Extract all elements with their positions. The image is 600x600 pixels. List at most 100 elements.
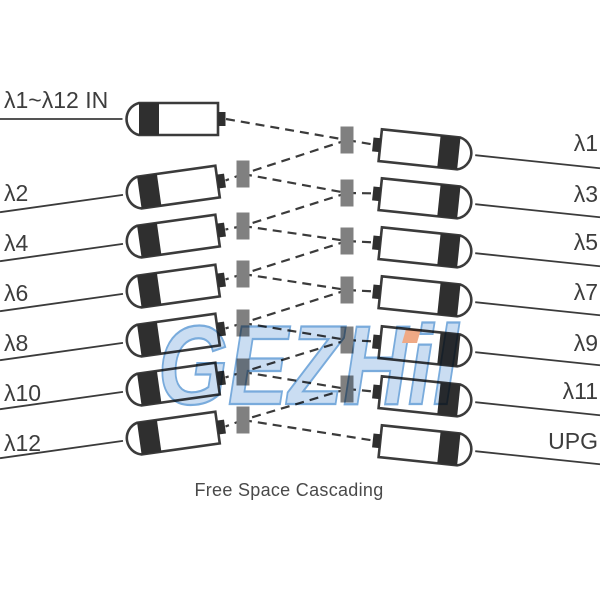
capsule-nub xyxy=(216,419,226,435)
filter-plate-6 xyxy=(340,126,354,154)
capsule-band xyxy=(137,419,162,455)
beam-segment-12 xyxy=(242,272,348,292)
filter-plate-5 xyxy=(236,406,250,434)
filter-plate-2 xyxy=(236,260,250,288)
port-label-lambda4: λ4 xyxy=(4,230,29,256)
capsule-band xyxy=(137,321,162,357)
capsule-band xyxy=(137,222,162,258)
capsule-band xyxy=(437,135,461,170)
fiber-line-left-5 xyxy=(0,390,124,411)
filter-plate-1 xyxy=(236,212,250,240)
collimator-right-0 xyxy=(372,127,473,171)
fiber-line-left-1 xyxy=(0,193,124,214)
port-label-lambda12: λ12 xyxy=(4,430,42,456)
capsule-nub xyxy=(372,137,381,153)
watermark-logo-text: GEZHil xyxy=(158,303,460,428)
capsule-band xyxy=(137,370,162,406)
capsule-band xyxy=(437,184,461,219)
capsule-nub xyxy=(372,334,381,350)
capsule-band xyxy=(437,233,461,268)
capsule-band xyxy=(437,332,461,367)
capsule-band xyxy=(137,272,162,308)
beam-segment-6 xyxy=(242,191,348,228)
capsule-nub xyxy=(372,433,381,449)
filter-plate-3 xyxy=(236,309,250,337)
filter-plate-11 xyxy=(340,375,354,403)
port-label-lambda6: λ6 xyxy=(4,280,29,306)
fiber-line-right-3 xyxy=(475,301,600,317)
port-label-lambda10: λ10 xyxy=(4,380,42,406)
watermark: GEZHil xyxy=(157,302,462,429)
watermark-accent-dot-icon xyxy=(402,329,421,343)
capsule-band xyxy=(437,382,461,417)
capsule-nub xyxy=(216,173,226,189)
port-label-lambda9: λ9 xyxy=(573,330,598,356)
beam-segment-0 xyxy=(225,117,348,142)
beam-segment-22 xyxy=(242,387,348,422)
filter-plate-9 xyxy=(340,276,354,304)
collimator-left-1 xyxy=(125,164,226,210)
port-label-lambda8: λ8 xyxy=(4,330,29,356)
fiber-port-lines xyxy=(0,118,600,466)
port-label-lambda1: λ1 xyxy=(573,130,598,156)
fiber-line-right-0 xyxy=(475,154,600,170)
capsule-nub xyxy=(216,272,226,288)
port-label-lambda11: λ11 xyxy=(562,378,598,404)
fiber-line-left-3 xyxy=(0,292,124,313)
fiber-line-right-1 xyxy=(475,203,600,219)
beam-segment-4 xyxy=(242,172,348,195)
collimator-left-5 xyxy=(125,361,226,407)
capsule-nub xyxy=(218,112,226,126)
port-label-lambda5: λ5 xyxy=(573,229,598,255)
capsule-band xyxy=(139,103,159,135)
capsule-band xyxy=(137,173,162,209)
fiber-line-left-6 xyxy=(0,439,124,460)
port-label-lambda2: λ2 xyxy=(4,180,29,206)
capsule-nub xyxy=(216,370,226,386)
capsule-nub xyxy=(372,384,381,400)
filter-plate-10 xyxy=(340,326,354,354)
fiber-line-right-5 xyxy=(475,401,600,417)
beam-segment-24 xyxy=(242,418,373,442)
filter-plate-0 xyxy=(236,160,250,188)
collimator-left-6 xyxy=(125,410,226,456)
diagram-caption: Free Space Cascading xyxy=(194,480,384,500)
collimator-left-4 xyxy=(125,312,226,358)
capsule-nub xyxy=(372,284,381,300)
capsule-nub xyxy=(372,186,381,202)
collimator-right-5 xyxy=(372,374,473,418)
collimator-right-6 xyxy=(372,423,473,467)
collimator-capsules xyxy=(125,101,473,467)
collimator-right-1 xyxy=(372,176,473,220)
collimator-left-3 xyxy=(125,263,226,309)
beam-segment-20 xyxy=(242,370,348,391)
collimator-left-0 xyxy=(125,101,226,137)
port-label-input: λ1~λ12 IN xyxy=(4,87,109,113)
filter-plate-8 xyxy=(340,227,354,255)
collimator-right-3 xyxy=(372,274,473,318)
fiber-line-left-2 xyxy=(0,242,124,263)
beam-segment-2 xyxy=(242,138,348,176)
collimator-left-2 xyxy=(125,213,226,259)
fiber-line-right-6 xyxy=(475,450,600,466)
capsule-nub xyxy=(216,321,226,337)
filter-plate-7 xyxy=(340,179,354,207)
port-label-lambda3: λ3 xyxy=(573,181,598,207)
fiber-line-right-4 xyxy=(475,351,600,367)
beam-segment-10 xyxy=(242,239,348,276)
collimator-right-4 xyxy=(372,324,473,368)
beam-segment-14 xyxy=(242,288,348,325)
capsule-nub xyxy=(372,235,381,251)
capsule-band xyxy=(437,282,461,317)
capsule-nub xyxy=(216,222,226,238)
beam-segment-8 xyxy=(242,224,348,243)
filter-plate-4 xyxy=(236,358,250,386)
collimator-right-2 xyxy=(372,225,473,269)
fiber-line-left-4 xyxy=(0,341,124,362)
wdm-filter-plates xyxy=(236,126,354,434)
beam-segment-18 xyxy=(242,338,348,374)
fiber-line-right-2 xyxy=(475,252,600,268)
capsule-band xyxy=(437,431,461,466)
